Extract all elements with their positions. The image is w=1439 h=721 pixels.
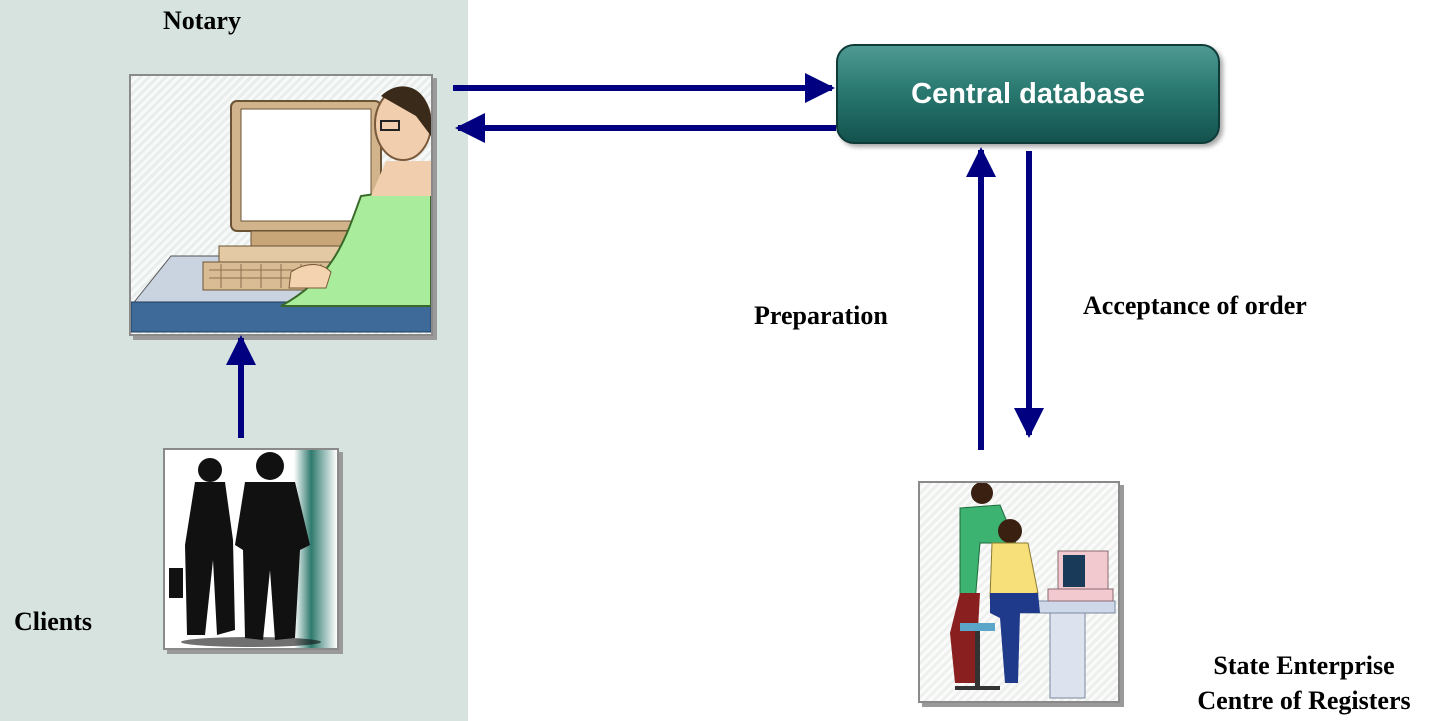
notary-computer-icon xyxy=(129,74,433,336)
notary-label: Notary xyxy=(163,6,241,35)
central-database-box: Central database xyxy=(836,44,1220,144)
central-database-label: Central database xyxy=(911,77,1145,110)
registers-workers-icon xyxy=(918,481,1120,703)
clients-label: Clients xyxy=(14,607,92,636)
acceptance-label: Acceptance of order xyxy=(1083,291,1307,320)
state-label-line2: Centre of Registers xyxy=(1197,686,1411,715)
preparation-label: Preparation xyxy=(754,301,888,330)
state-enterprise-label: State Enterprise Centre of Registers xyxy=(1170,648,1438,718)
clients-silhouette-icon xyxy=(163,448,339,650)
state-label-line1: State Enterprise xyxy=(1213,651,1395,680)
